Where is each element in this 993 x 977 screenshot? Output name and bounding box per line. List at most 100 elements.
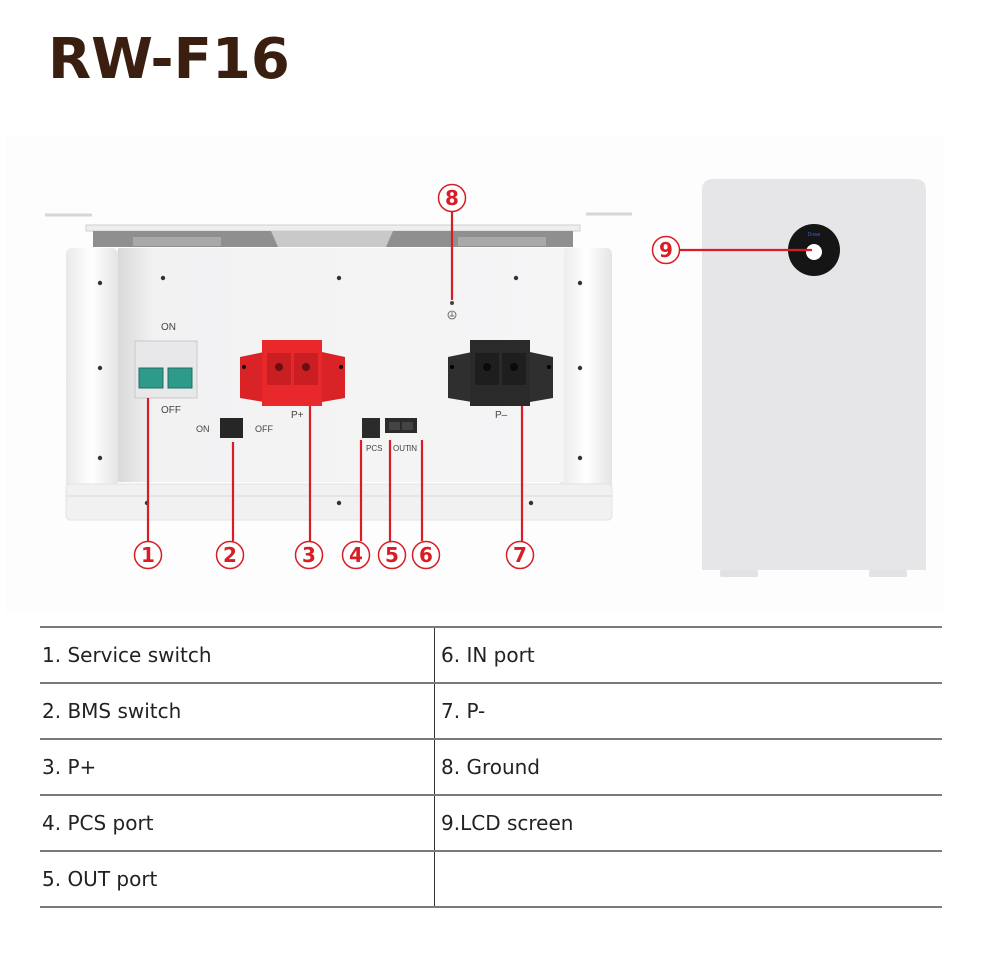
- terminal-ear-left: [240, 352, 264, 402]
- table-row: 4. PCS port 9.LCD screen: [40, 794, 942, 852]
- callout-circle: [651, 235, 681, 265]
- terminal-bolt: [510, 363, 518, 371]
- callout-circle: [294, 540, 324, 570]
- bms-off-label: OFF: [255, 424, 273, 434]
- p-minus-label: P–: [495, 410, 508, 421]
- callout-4: 4: [341, 540, 371, 570]
- terminal-ear-right: [530, 352, 553, 402]
- callout-number: 1: [141, 543, 155, 567]
- out-port-jack: [389, 422, 400, 430]
- legend-cell: [434, 850, 942, 908]
- callout-circle: [437, 183, 467, 213]
- table-row: 1. Service switch 6. IN port: [40, 626, 942, 684]
- callout-number: 5: [385, 543, 399, 567]
- callout-3: 3: [294, 540, 324, 570]
- bms-rocker[interactable]: [220, 418, 243, 438]
- callout-6: 6: [411, 540, 441, 570]
- callout-7: 7: [505, 540, 535, 570]
- legend-cell: 2. BMS switch: [40, 682, 435, 740]
- callout-circle: [505, 540, 535, 570]
- legend-cell: 6. IN port: [434, 626, 942, 684]
- breaker-on-label: ON: [161, 322, 176, 333]
- side-post-right: [560, 248, 612, 494]
- table-row: 3. P+ 8. Ground: [40, 738, 942, 796]
- terminal-hole: [242, 365, 246, 369]
- top-channel-pad-right: [458, 237, 546, 246]
- terminal-ear-left: [448, 352, 472, 402]
- in-port-jack: [402, 422, 413, 430]
- screw: [577, 455, 583, 461]
- callout-2: 2: [215, 540, 245, 570]
- ground-point: [447, 301, 457, 320]
- breaker-toggle-right[interactable]: [167, 367, 193, 389]
- lcd-button[interactable]: [806, 244, 822, 260]
- callout-5: 5: [377, 540, 407, 570]
- terminal-hole: [450, 365, 454, 369]
- callout-circle: [377, 540, 407, 570]
- p-plus-label: P+: [291, 410, 304, 421]
- comm-ports: PCS OUT IN: [362, 418, 417, 453]
- terminal-bolt: [302, 363, 310, 371]
- lcd-brand-text: Dowe: [808, 232, 821, 238]
- screw: [577, 365, 583, 371]
- callout-number: 6: [419, 543, 433, 567]
- table-row: 5. OUT port: [40, 850, 942, 908]
- breaker-off-label: OFF: [161, 405, 181, 416]
- callout-1: 1: [133, 540, 163, 570]
- lcd-screen[interactable]: Dowe: [788, 224, 840, 276]
- front-unit: ON OFF ON OFF P+: [45, 212, 632, 521]
- terminal-bolt: [275, 363, 283, 371]
- p-minus-terminal: P–: [448, 340, 553, 421]
- callout-number: 2: [223, 543, 237, 567]
- ground-screw: [450, 301, 454, 305]
- screw: [336, 275, 342, 281]
- bms-on-label: ON: [196, 424, 210, 434]
- side-unit-foot-left: [720, 570, 758, 577]
- callout-circle: [341, 540, 371, 570]
- in-label: IN: [409, 444, 417, 453]
- callout-circle: [411, 540, 441, 570]
- out-label: OUT: [393, 444, 410, 453]
- screw: [577, 280, 583, 286]
- screw: [336, 500, 342, 506]
- callout-8: 8: [437, 183, 467, 213]
- bms-switch[interactable]: ON OFF: [196, 418, 273, 438]
- legend-cell: 3. P+: [40, 738, 435, 796]
- pcs-label: PCS: [366, 444, 382, 453]
- ground-icon: [447, 310, 457, 320]
- table-row: 2. BMS switch 7. P-: [40, 682, 942, 740]
- screw: [97, 280, 103, 286]
- top-channel-notch: [271, 231, 393, 247]
- product-diagram: ON OFF ON OFF P+: [45, 179, 926, 577]
- callouts: 1 2 3 4 5 6 7 8: [133, 183, 681, 570]
- service-switch[interactable]: ON OFF: [134, 322, 198, 416]
- panel-screws: [97, 275, 583, 506]
- terminal-bolt: [483, 363, 491, 371]
- breaker-toggle-left[interactable]: [138, 367, 164, 389]
- screw: [160, 275, 166, 281]
- legend-cell: 9.LCD screen: [434, 794, 942, 852]
- callout-number: 4: [349, 543, 363, 567]
- screw: [97, 455, 103, 461]
- side-post-left: [66, 248, 118, 494]
- callout-9: 9: [651, 235, 681, 265]
- screw: [528, 500, 534, 506]
- component-legend-table: 1. Service switch 6. IN port 2. BMS swit…: [40, 626, 942, 908]
- top-rail: [85, 224, 581, 232]
- terminal-hole: [547, 365, 551, 369]
- callout-circle: [133, 540, 163, 570]
- callout-number: 3: [302, 543, 316, 567]
- side-unit-body: [702, 179, 926, 570]
- legend-cell: 4. PCS port: [40, 794, 435, 852]
- callout-number: 8: [445, 186, 459, 210]
- side-unit-foot-right: [869, 570, 907, 577]
- legend-cell: 7. P-: [434, 682, 942, 740]
- callout-number: 9: [659, 238, 673, 262]
- p-plus-terminal: P+: [240, 340, 345, 421]
- pcs-port[interactable]: [362, 418, 380, 438]
- screw: [513, 275, 519, 281]
- callout-number: 7: [513, 543, 527, 567]
- callout-leaders: [146, 211, 812, 541]
- legend-cell: 1. Service switch: [40, 626, 435, 684]
- terminal-ear-right: [322, 352, 345, 402]
